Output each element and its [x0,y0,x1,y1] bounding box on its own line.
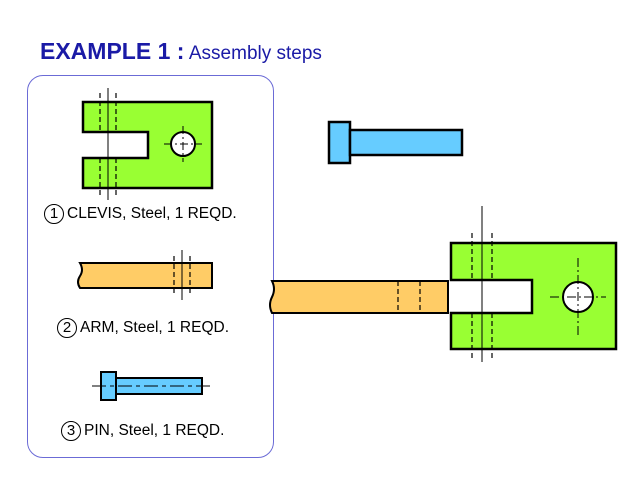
page-title: EXAMPLE 1 : Assembly steps [40,38,322,65]
part-3-number: 3 [61,421,81,441]
part-2-number: 2 [57,318,77,338]
arm-body [77,262,213,289]
part-1-number: 1 [44,204,64,224]
part-2-label: ARM, Steel, 1 REQD. [80,319,230,336]
part-1-label: CLEVIS, Steel, 1 REQD. [67,205,237,222]
loose-pin-shaft [348,128,464,157]
loose-pin-head [327,120,352,165]
part-2-caption: 2 ARM, Steel, 1 REQD. [57,318,229,338]
title-rest: Assembly steps [188,43,322,64]
clevis-part-drawing [81,88,214,200]
clevis-body [81,100,214,190]
part-1-caption: 1 CLEVIS, Steel, 1 REQD. [44,204,237,224]
part-3-label: PIN, Steel, 1 REQD. [84,422,225,439]
loose-pin-drawing [327,120,464,165]
assembly-arm-body [269,280,449,314]
title-bold: EXAMPLE 1 : [40,38,185,64]
part-3-caption: 3 PIN, Steel, 1 REQD. [61,421,224,441]
pin-part-drawing [92,371,212,401]
arm-part-drawing [77,250,213,300]
assembly-arm-drawing [269,280,449,314]
assembly-clevis-drawing [449,206,618,362]
parts-panel [27,75,274,458]
